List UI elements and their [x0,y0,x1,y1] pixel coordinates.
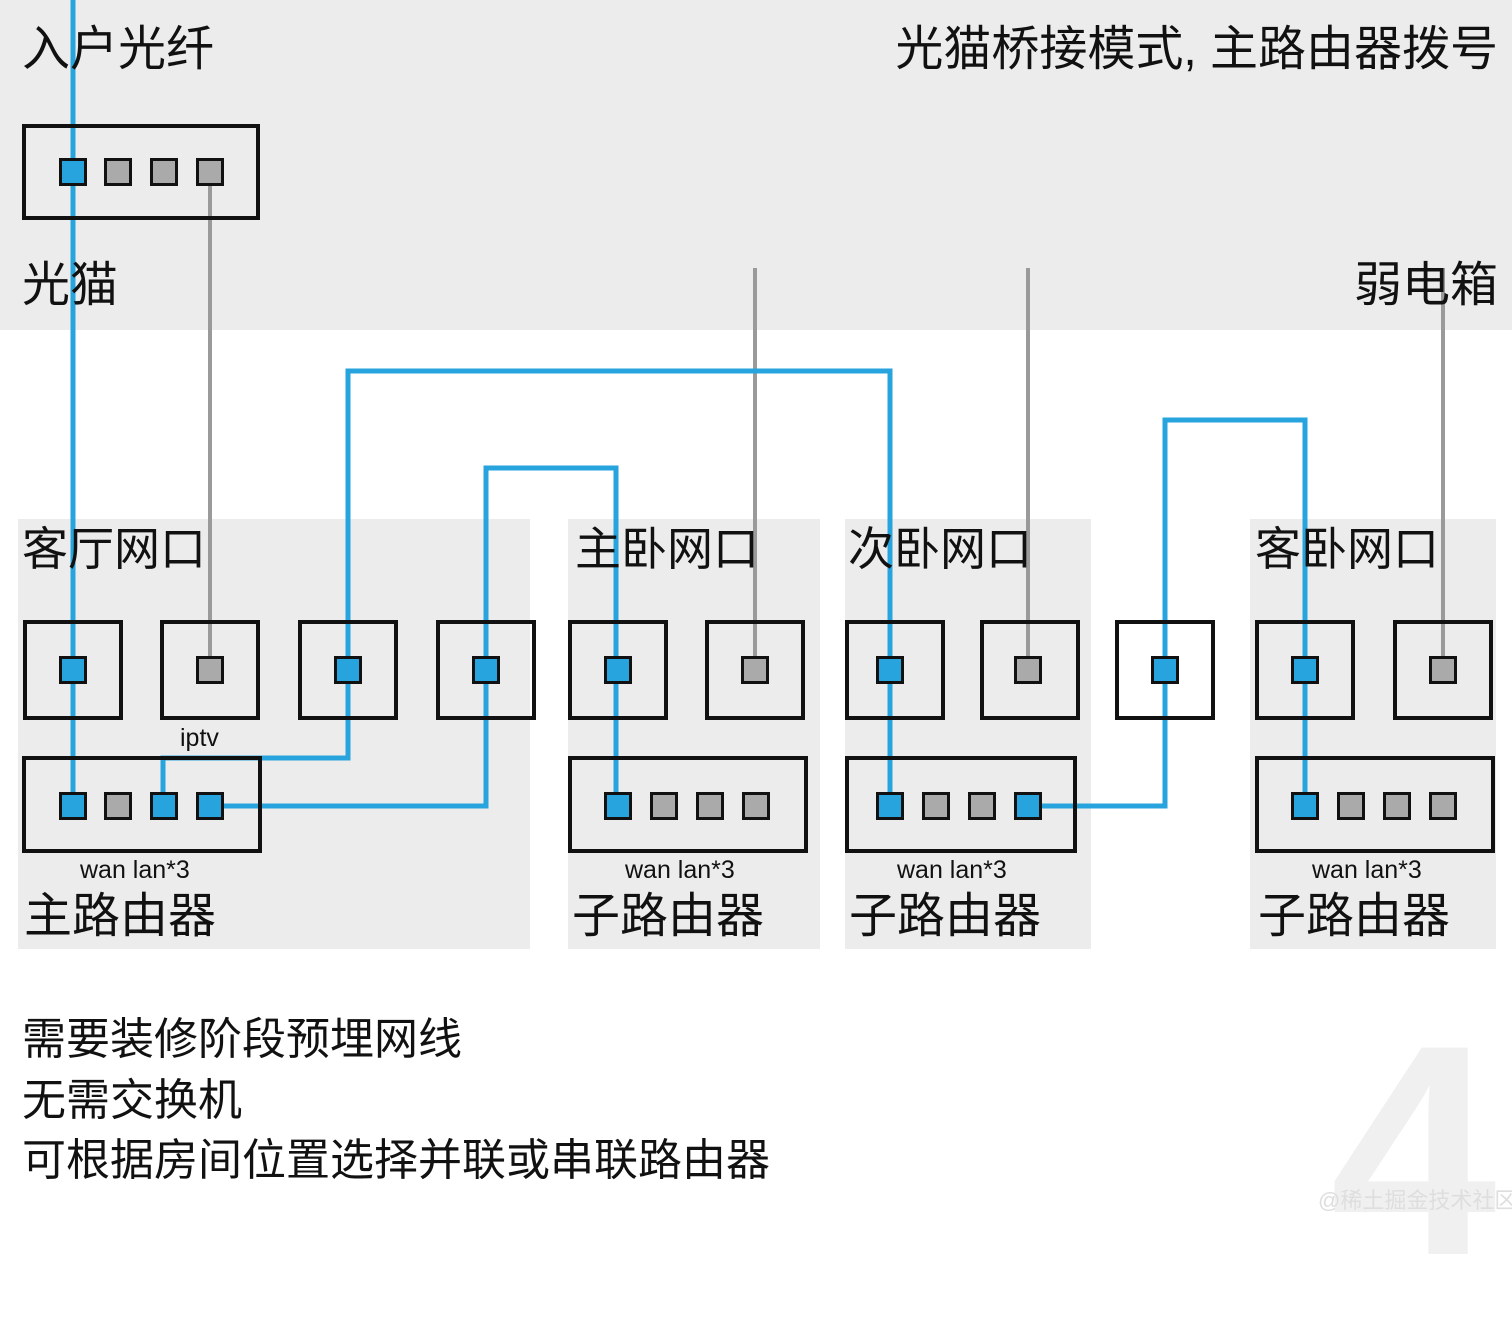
modem-port-iptv-port[interactable] [196,158,224,186]
wall-port-living-1[interactable] [59,656,87,684]
room-label-guest-bedroom: 客卧网口 [1255,523,1439,575]
wall-port-standalone[interactable] [1151,656,1179,684]
master-router-port-lan1[interactable] [650,792,678,820]
room-band-second-bedroom [845,519,1091,949]
wall-port-guest-1[interactable] [1291,656,1319,684]
wall-port-box-living-4[interactable] [436,620,536,720]
main-router-port-lan3[interactable] [196,792,224,820]
master-router-label: 子路由器 [572,890,765,943]
wall-port-box-guest-2[interactable] [1393,620,1493,720]
wall-port-living-3[interactable] [334,656,362,684]
wall-port-second-2[interactable] [1014,656,1042,684]
guest-router-label: 子路由器 [1258,890,1451,943]
wall-port-box-living-2-iptv[interactable] [160,620,260,720]
second-router-ports-label: wan lan*3 [897,856,1007,884]
wall-port-master-2[interactable] [741,656,769,684]
wall-port-caption-iptv: iptv [180,724,219,752]
wall-port-box-standalone[interactable] [1115,620,1215,720]
main-router-box[interactable] [22,756,262,853]
wall-port-living-4[interactable] [472,656,500,684]
main-router-ports-label: wan lan*3 [80,856,190,884]
wall-port-box-master-2[interactable] [705,620,805,720]
room-band-living-room [18,519,530,949]
second-router-port-wan[interactable] [876,792,904,820]
cable-lan3-to-second [210,465,619,810]
second-router-port-lan1[interactable] [922,792,950,820]
cable-lan2-to-master [160,368,893,810]
guest-router-port-lan2[interactable] [1383,792,1411,820]
wall-port-master-1[interactable] [604,656,632,684]
modem-port-lan-port-2[interactable] [104,158,132,186]
wall-port-box-living-1[interactable] [23,620,123,720]
master-router-ports-label: wan lan*3 [625,856,735,884]
room-label-master-bedroom: 主卧网口 [575,523,759,575]
wall-port-box-master-1[interactable] [568,620,668,720]
page-title-fiber-in: 入户光纤 [22,23,215,76]
watermark-text: @稀土掘金技术社区 [1318,1188,1512,1213]
second-router-box[interactable] [845,756,1077,853]
wall-port-box-guest-1[interactable] [1255,620,1355,720]
modem-port-pon-fiber-port[interactable] [59,158,87,186]
room-label-second-bedroom: 次卧网口 [848,523,1032,575]
guest-router-port-lan3[interactable] [1429,792,1457,820]
page-title-mode: 光猫桥接模式, 主路由器拨号 [895,23,1498,76]
cable-second-to-guest [1028,417,1308,810]
main-router-label: 主路由器 [24,890,217,943]
guest-router-box[interactable] [1255,756,1495,853]
main-router-port-lan1[interactable] [104,792,132,820]
master-router-port-lan3[interactable] [742,792,770,820]
room-band-master-bedroom [568,519,820,949]
wall-port-second-1[interactable] [876,656,904,684]
optical-modem-box[interactable] [22,124,260,220]
footer-notes: 需要装修阶段预埋网线 无需交换机 可根据房间位置选择并联或串联路由器 [22,1015,770,1186]
modem-port-lan-port-3[interactable] [150,158,178,186]
label-weak-current-box: 弱电箱 [1353,259,1498,312]
wall-port-box-second-1[interactable] [845,620,945,720]
cable-layer [70,0,1445,810]
wall-port-box-living-3[interactable] [298,620,398,720]
wall-port-guest-2[interactable] [1429,656,1457,684]
main-router-port-lan2[interactable] [150,792,178,820]
room-band-guest-bedroom [1250,519,1496,949]
second-router-port-lan2[interactable] [968,792,996,820]
wall-port-box-second-2[interactable] [980,620,1080,720]
main-router-port-wan[interactable] [59,792,87,820]
wall-port-living-2-iptv[interactable] [196,656,224,684]
guest-router-ports-label: wan lan*3 [1312,856,1422,884]
second-router-label: 子路由器 [849,890,1042,943]
master-router-port-wan[interactable] [604,792,632,820]
guest-router-port-lan1[interactable] [1337,792,1365,820]
watermark-digit: 4 [1330,982,1497,1318]
room-label-living-room: 客厅网口 [22,523,206,575]
label-optical-modem: 光猫 [22,259,119,312]
master-router-box[interactable] [568,756,808,853]
second-router-port-lan3[interactable] [1014,792,1042,820]
guest-router-port-wan[interactable] [1291,792,1319,820]
master-router-port-lan2[interactable] [696,792,724,820]
